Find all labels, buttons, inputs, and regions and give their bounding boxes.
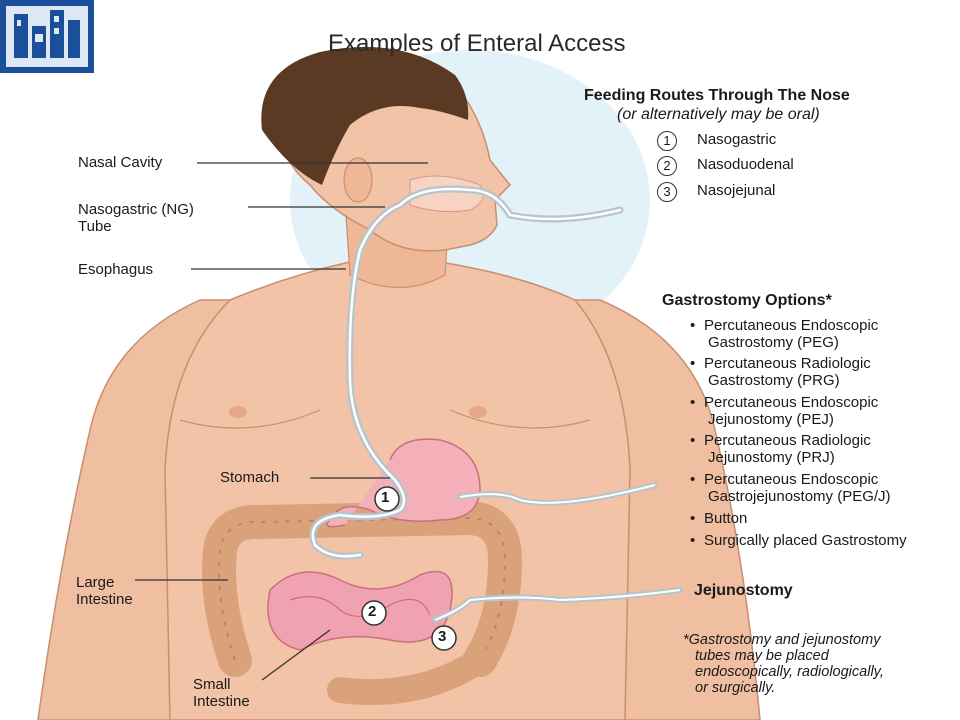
- left-pectoral: [179, 409, 321, 429]
- gastrostomy-option-4-line1: Percutaneous Radiologic: [704, 432, 871, 449]
- marker-2-circle: [361, 600, 387, 626]
- hair: [261, 46, 469, 185]
- route-1-number: 1: [657, 131, 677, 151]
- label-stomach: Stomach: [220, 469, 280, 486]
- large-intestine-haustra: [218, 516, 507, 661]
- gastrostomy-tube-highlight: [459, 484, 656, 504]
- right-arm: [573, 299, 761, 720]
- jejunostomy-tube-highlight: [434, 589, 681, 621]
- gastrostomy-heading: Gastrostomy Options*: [662, 292, 832, 309]
- building-icon: [14, 10, 80, 58]
- route-markers: [361, 486, 457, 651]
- gastrostomy-option-2-line2: Gastrostomy (PRG): [708, 372, 840, 389]
- label-large-intestine-line1: Large: [76, 574, 115, 591]
- gastrostomy-option-bullet: •: [690, 510, 696, 527]
- hospital-logo: [0, 0, 94, 73]
- marker-1: 1: [381, 489, 390, 506]
- right-nipple: [469, 406, 487, 418]
- leader-small-intestine: [261, 629, 331, 681]
- sigmoid-colon: [327, 647, 493, 705]
- gastrostomy-option-4-line2: Jejunostomy (PRJ): [708, 449, 835, 466]
- route-3-label: Nasojejunal: [697, 182, 776, 199]
- nose-routes-heading: Feeding Routes Through The Nose: [584, 87, 850, 104]
- label-small-intestine-line2: Intestine: [193, 693, 250, 710]
- label-small-intestine-line1: Small: [193, 676, 231, 693]
- gastrostomy-option-bullet: •: [690, 355, 696, 372]
- footnote-line3: endoscopically, radiologically,: [695, 664, 884, 680]
- label-nasal-cavity: Nasal Cavity: [78, 154, 163, 171]
- gastrostomy-option-bullet: •: [690, 432, 696, 449]
- gastrostomy-option-6-line1: Button: [704, 510, 748, 527]
- gastrostomy-option-1-line2: Gastrostomy (PEG): [708, 334, 839, 351]
- leader-lines: [135, 162, 428, 681]
- label-ng-tube-line1: Nasogastric (NG): [78, 201, 194, 218]
- gastrostomy-option-2-line1: Percutaneous Radiologic: [704, 355, 871, 372]
- gastrostomy-option-5-line2: Gastrojejunostomy (PEG/J): [708, 488, 891, 505]
- marker-2: 2: [368, 603, 377, 620]
- route-2-number: 2: [657, 156, 677, 176]
- gastrostomy-option-bullet: •: [690, 317, 696, 334]
- footnote-line2: tubes may be placed: [695, 648, 829, 664]
- ear: [343, 157, 373, 203]
- footnote-line4: or surgically.: [695, 680, 776, 696]
- label-ng-tube-line2: Tube: [78, 218, 112, 235]
- route-2-label: Nasoduodenal: [697, 156, 794, 173]
- gastrostomy-option-5-line1: Percutaneous Endoscopic: [704, 471, 879, 488]
- gastrostomy-option-bullet: •: [690, 471, 696, 488]
- footnote-line1: *Gastrostomy and jejunostomy: [683, 632, 881, 648]
- label-large-intestine-line2: Intestine: [76, 591, 133, 608]
- page-title: Examples of Enteral Access: [328, 30, 626, 57]
- marker-3: 3: [438, 628, 447, 645]
- nasogastric-tube-highlight: [311, 187, 622, 558]
- marker-1-circle: [374, 486, 400, 512]
- nose-routes-subheading: (or alternatively may be oral): [617, 106, 820, 123]
- left-arm: [37, 299, 232, 720]
- route-1-label: Nasogastric: [697, 131, 777, 148]
- left-nipple: [229, 406, 247, 418]
- gastrostomy-option-3-line2: Jejunostomy (PEJ): [708, 411, 834, 428]
- gastrostomy-option-1-line1: Percutaneous Endoscopic: [704, 317, 879, 334]
- gastrostomy-option-3-line1: Percutaneous Endoscopic: [704, 394, 879, 411]
- nasal-cavity: [409, 175, 484, 213]
- gastrostomy-option-7-line1: Surgically placed Gastrostomy: [704, 532, 907, 549]
- right-pectoral: [449, 409, 591, 429]
- gastrostomy-option-bullet: •: [690, 394, 696, 411]
- label-esophagus: Esophagus: [78, 261, 154, 278]
- marker-3-circle: [431, 625, 457, 651]
- logo-emblem: [6, 6, 88, 67]
- gastrostomy-option-bullet: •: [690, 532, 696, 549]
- jejunostomy-heading: Jejunostomy: [694, 582, 793, 599]
- route-3-number: 3: [657, 182, 677, 202]
